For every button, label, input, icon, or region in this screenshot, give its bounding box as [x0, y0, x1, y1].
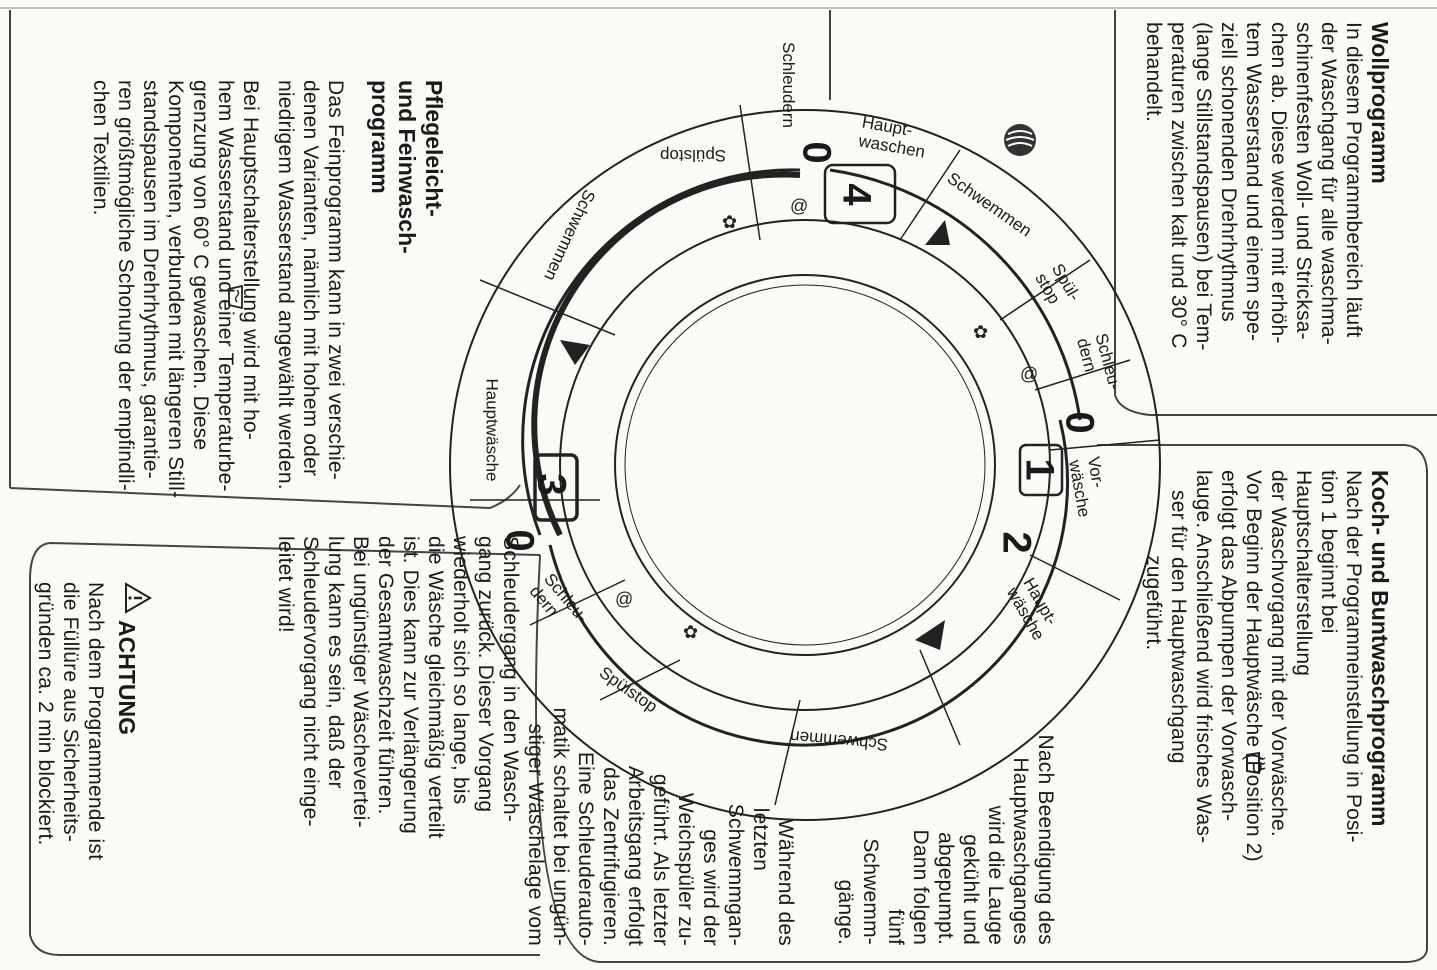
during-line: geführt. Als letzter: [649, 773, 672, 946]
koch-line: erfolgt das Abpumpen der Vorwasch-: [1217, 470, 1240, 822]
wool-line: peraturen zwischen kalt und 30° C: [1167, 22, 1190, 349]
wool-line: ziell schonenden Drehrhythmus: [1217, 22, 1240, 322]
koch-line: zugeführt.: [1142, 555, 1165, 651]
fine-title-3: programm: [367, 80, 393, 194]
wool-line: der Waschgang für alle waschma-: [1317, 22, 1340, 345]
fine-section: Pflegeleicht- und Feinwasch- programm: [366, 80, 447, 500]
koch-text: Nach der Programmeinstellung in Posi- ti…: [1141, 470, 1366, 940]
fine-line: denen Varianten, nämlich mit hohem oder: [299, 80, 322, 477]
after-line: Hauptwaschganges: [1009, 757, 1032, 945]
position-3: 3: [529, 473, 574, 496]
wool-line: (lange Stillstandspausen) bei Tem-: [1192, 22, 1215, 351]
koch-line: tion 1 beginnt bei: [1317, 470, 1340, 634]
label-hauptwaesche-left: Hauptwäsche: [482, 378, 502, 482]
fine-line: Komponenten, verbunden mit längeren Stil…: [164, 80, 187, 499]
boil-wash-icon: [1246, 751, 1266, 775]
wool-section: Wollprogramm In diesem Programmbereich l…: [1141, 22, 1393, 422]
koch-line: Vor Beginn der Hauptwäsche (Position 2): [1242, 470, 1265, 862]
fine-line: [263, 80, 273, 500]
after-line: Dann folgen: [909, 829, 932, 945]
koch-line: Hauptschalterstellung: [1292, 470, 1315, 677]
warning-section: ACHTUNG: [113, 620, 140, 940]
during-line: Weichspüler zu-: [674, 792, 697, 946]
wool-skein-icon: [1004, 124, 1036, 156]
during-line: Bei ungünstiger Wäschevertei-: [349, 536, 372, 828]
after-line: fünf: [884, 909, 907, 945]
warning-title: ACHTUNG: [114, 620, 140, 735]
fine-line: standspausen im Drehrhythmus, garantie-: [139, 80, 162, 479]
koch-line: ser für den Hauptwaschgang: [1167, 490, 1190, 764]
during-line: ges wird der: [699, 829, 722, 946]
fine-title-2: und Feinwasch-: [394, 80, 420, 254]
during-line: das Zentrifugieren.: [599, 767, 622, 946]
position-0-top: 0: [1057, 411, 1102, 434]
warning-line: die Füllüre aus Sicherheits-: [59, 582, 82, 843]
during-line: gang zurück. Dieser Vorgang: [474, 536, 497, 813]
koch-section: Koch- und Buntwaschprogramm Nach der Pro…: [1141, 470, 1393, 940]
after-line: Schwemm-: [859, 838, 882, 945]
fine-text: Das Feinprogramm kann in zwei verschie- …: [88, 80, 348, 500]
during-line: die Wäsche gleichmäßig verteilt: [424, 536, 447, 839]
fine-title-1: Pflegeleicht-: [421, 80, 447, 217]
koch-line: der Waschvorgang mit der Vorwäsche.: [1267, 470, 1290, 837]
during-line: der Gesamtwaschzeit führen.: [374, 536, 397, 815]
koch-title: Koch- und Buntwaschprogramm: [1367, 470, 1393, 827]
wool-line: behandelt.: [1142, 22, 1165, 123]
label-spuelstop-left: Spülstop: [660, 146, 727, 165]
position-0-left: 0: [794, 141, 839, 164]
warning-line: gründen ca. 2 min blockiert.: [34, 582, 57, 846]
position-2: 2: [994, 531, 1039, 554]
wool-line: schinenfesten Woll- und Stricksa-: [1292, 22, 1315, 340]
after-line: abgepumpt.: [934, 832, 957, 945]
position-1: 1: [1017, 458, 1062, 481]
position-4: 4: [834, 183, 879, 206]
during-line: leitet wird!: [274, 536, 297, 633]
wool-title: Wollprogramm: [1367, 22, 1393, 184]
frame-warning: [29, 541, 541, 956]
label-schleudern-left: Schleudern: [779, 41, 799, 129]
during-line: wiederholt sich so lange, bis: [449, 536, 472, 805]
after-main-text: Nach Beendigung des Hauptwaschganges wir…: [833, 690, 1058, 945]
warning-line: Nach dem Programmende ist: [84, 582, 107, 861]
warning-text: Nach dem Programmende ist die Füllüre au…: [33, 582, 108, 912]
during-line: Schleudervorgang nicht einge-: [299, 536, 322, 827]
fine-line: chen Textilien.: [89, 80, 112, 216]
fine-line: niedrigem Wasserstand angewählt werden.: [274, 80, 297, 490]
fine-line: ren größtmögliche Schonung der empfindli…: [114, 80, 137, 491]
wool-line: chen ab. Diese werden mit erhöh-: [1267, 22, 1290, 344]
after-line: gekühlt und: [959, 834, 982, 945]
fine-line: grenzung von 60° C gewaschen. Diese: [189, 80, 212, 451]
warning-triangle-icon: [125, 582, 152, 614]
wool-text: In diesem Programmbereich läuft der Wasc…: [1141, 22, 1366, 422]
wool-line: In diesem Programmbereich läuft: [1342, 22, 1365, 338]
after-line: Nach Beendigung des: [1034, 734, 1057, 945]
koch-line: Nach der Programmeinstellung in Posi-: [1342, 470, 1365, 843]
during-line: Arbeitsgang erfolgt: [624, 765, 647, 946]
wool-line: tem Wasserstand und einem spe-: [1242, 22, 1265, 342]
during-line: Schwemmgan-: [724, 803, 747, 946]
koch-line: lauge. Anschließend wird frisches Was-: [1192, 470, 1215, 844]
during-line: Schleudergang in den Wasch-: [499, 536, 522, 822]
during-line: ist. Dies kann zur Verlängerung: [399, 536, 422, 835]
after-line: wird die Lauge: [984, 805, 1007, 945]
position-0-bottom: 0: [497, 529, 542, 552]
fine-line: Das Feinprogramm kann in zwei verschie-: [324, 80, 347, 480]
after-line: gänge.: [834, 879, 857, 945]
during-line: lung kann es sein, daß der: [324, 536, 347, 789]
during-line: letzten: [749, 807, 772, 871]
wash-tub-icon: [228, 284, 243, 310]
